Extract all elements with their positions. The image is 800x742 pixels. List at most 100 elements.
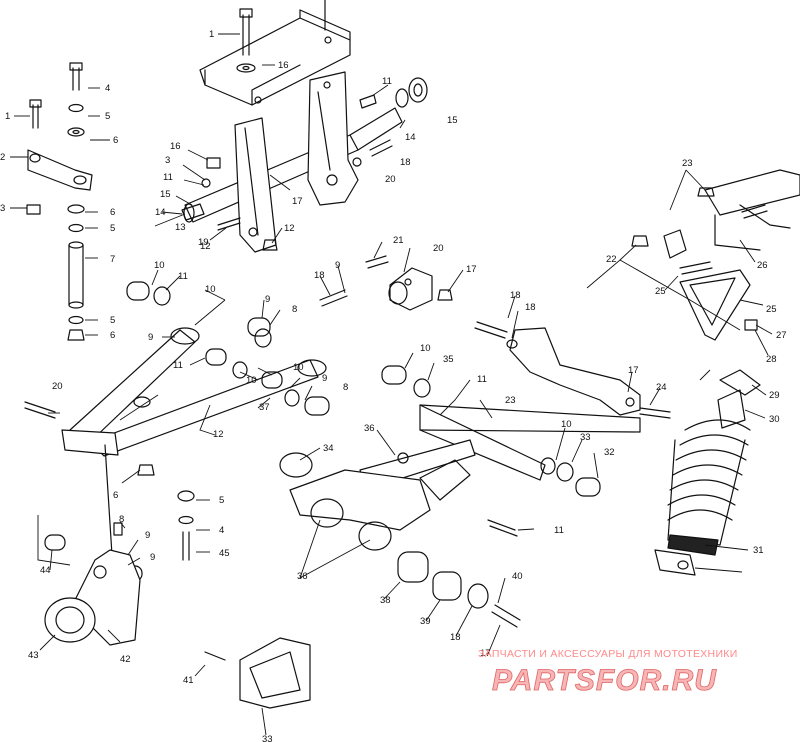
callout-number: 6: [113, 490, 118, 501]
left-hardware-stack: [26, 62, 93, 341]
callout-number: 33: [262, 734, 273, 742]
callout-number: 31: [753, 545, 764, 556]
callout-number: 5: [105, 111, 110, 122]
lower-left-hardware: [24, 401, 195, 561]
callout-number: 11: [173, 360, 183, 371]
callout-number: 11: [163, 172, 173, 183]
callout-number: 4: [219, 525, 224, 536]
callout-number: 1: [209, 29, 214, 40]
callout-number: 6: [110, 207, 115, 218]
callout-number: 34: [323, 443, 334, 454]
callout-number: 4: [105, 83, 110, 94]
callout-number: 23: [682, 158, 693, 169]
callout-number: 39: [420, 616, 431, 627]
callout-number: 12: [213, 429, 224, 440]
callout-number: 5: [110, 223, 115, 234]
callout-number: 18: [510, 290, 521, 301]
callout-number: 6: [113, 135, 118, 146]
callout-number: 18: [314, 270, 325, 281]
rear-frame-mount: [631, 169, 800, 341]
callout-number: 11: [382, 76, 392, 87]
callout-number: 45: [219, 548, 230, 559]
callout-number: 10: [246, 375, 257, 386]
callout-number: 24: [656, 382, 667, 393]
callout-number: 38: [380, 595, 391, 606]
callout-number: 15: [160, 189, 171, 200]
callout-number: 17: [292, 196, 303, 207]
callout-number: 26: [757, 260, 768, 271]
callout-number: 19: [198, 237, 209, 248]
callout-number: 10: [154, 260, 165, 271]
callout-number: 9: [265, 294, 270, 305]
callout-number: 12: [284, 223, 295, 234]
callout-number: 9: [150, 552, 155, 563]
callout-number: 3: [165, 155, 170, 166]
callout-number: 11: [477, 374, 487, 385]
callout-number: 6: [110, 330, 115, 341]
callout-number: 10: [205, 284, 216, 295]
callout-number: 8: [343, 382, 348, 393]
callout-number: 9: [148, 332, 153, 343]
right-hanger-bracket: [307, 71, 359, 206]
callout-number: 33: [580, 432, 591, 443]
callout-numbers: 1 16 4 5 1 6 2 3 6 5 7 5 6 11 14 15 16 3…: [0, 29, 787, 742]
callout-number: 2: [0, 152, 5, 163]
callout-number: 9: [335, 260, 340, 271]
callout-number: 35: [443, 354, 454, 365]
left-hanger-bracket: [234, 117, 277, 253]
callout-number: 18: [525, 302, 536, 313]
callout-number: 17: [480, 648, 491, 659]
callout-number: 1: [5, 111, 10, 122]
callout-number: 8: [119, 514, 124, 525]
callout-number: 20: [433, 243, 444, 254]
callout-number: 42: [120, 654, 131, 665]
pivot-block: [319, 255, 453, 311]
skid-guard: [204, 637, 311, 709]
callout-number: 21: [393, 235, 404, 246]
bushings-left: [44, 281, 330, 582]
callout-number: 10: [420, 343, 431, 354]
shock-arm-bracket: [474, 321, 671, 419]
callout-number: 9: [322, 373, 327, 384]
callout-number: 16: [278, 60, 289, 71]
callout-number: 7: [110, 254, 115, 265]
leader-lines: [10, 33, 773, 736]
callout-number: 3: [0, 203, 5, 214]
callout-number: 27: [776, 330, 787, 341]
callout-number: 36: [364, 423, 375, 434]
center-hardware: [181, 8, 428, 251]
callout-number: 41: [183, 675, 194, 686]
callout-number: 5: [110, 315, 115, 326]
callout-number: 22: [606, 254, 617, 265]
steering-knuckle: [44, 429, 141, 646]
callout-number: 8: [292, 304, 297, 315]
callout-number: 12: [200, 241, 211, 252]
callout-number: 30: [769, 414, 780, 425]
callout-number: 11: [178, 271, 188, 282]
shock-absorber: [654, 369, 761, 576]
watermark-banner: ЗАПЧАСТИ И АКСЕССУАРЫ ДЛЯ МОТОТЕХНИКИ: [478, 648, 738, 660]
watermark: ЗАПЧАСТИ И АКСЕССУАРЫ ДЛЯ МОТОТЕХНИКИ PA…: [478, 648, 738, 697]
callout-number: 29: [769, 390, 780, 401]
callout-number: 14: [155, 207, 166, 218]
callout-number: 23: [505, 395, 516, 406]
frame-upper: [199, 0, 351, 106]
callout-number: 25: [766, 304, 777, 315]
callout-number: 36: [297, 571, 308, 582]
callout-number: 17: [628, 365, 639, 376]
callout-number: 10: [561, 419, 572, 430]
callout-number: 37: [259, 402, 270, 413]
callout-number: 28: [766, 354, 777, 365]
callout-number: 25: [655, 286, 666, 297]
callout-number: 11: [554, 525, 564, 536]
lower-swing-arm: [279, 404, 641, 551]
callout-number: 18: [450, 632, 461, 643]
callout-number: 20: [52, 381, 63, 392]
callout-number: 40: [512, 571, 523, 582]
callout-number: 20: [385, 174, 396, 185]
callout-number: 16: [170, 141, 181, 152]
callout-number: 14: [405, 132, 416, 143]
callout-number: 17: [466, 264, 477, 275]
callout-number: 43: [28, 650, 39, 661]
